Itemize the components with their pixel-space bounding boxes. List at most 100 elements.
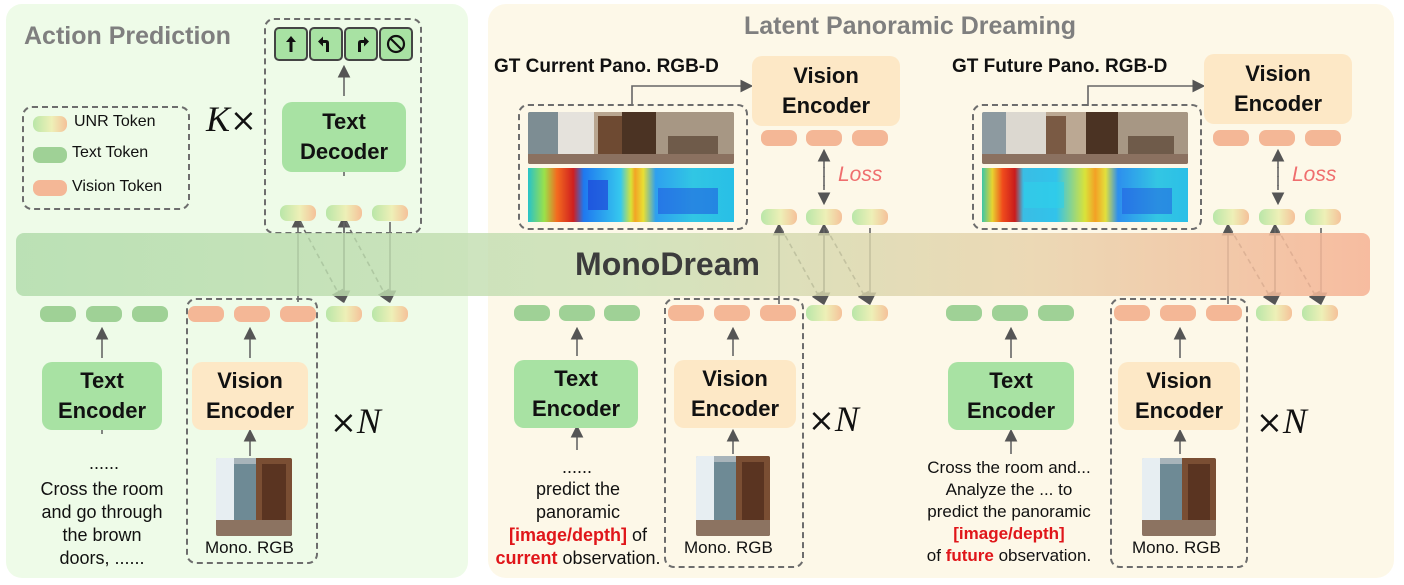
n-times: × (330, 403, 357, 441)
decoder-token (326, 205, 362, 221)
vision-token (668, 305, 704, 321)
current-target-token (852, 130, 888, 146)
text-token (40, 306, 76, 322)
future-pred-token (1259, 209, 1295, 225)
current-prompt-dots: ...... (561, 457, 592, 477)
future-prompt-line3: predict the panoramic (927, 502, 1091, 521)
current-prompt-line1: predict the (535, 479, 621, 499)
vision-token (760, 305, 796, 321)
mono-rgb-image (216, 458, 292, 536)
future-vision-encoder-top: Vision Encoder (1204, 54, 1352, 124)
current-mono-rgb-label: Mono. RGB (684, 538, 773, 557)
monodream-band (16, 233, 1370, 296)
current-loss-label: Loss (838, 163, 883, 186)
vision-encoder-box: Vision Encoder (192, 362, 308, 430)
vision-token (1160, 305, 1196, 321)
token-legend (22, 106, 190, 210)
text-token (132, 306, 168, 322)
text-token (86, 306, 122, 322)
action-prediction-title: Action Prediction (24, 22, 231, 50)
current-pano-rgb-image (528, 112, 734, 164)
text-token (514, 305, 550, 321)
future-pred-token (1213, 209, 1249, 225)
future-prompt-red2: future (945, 546, 994, 565)
future-prompt-line1: Cross the room and... (927, 458, 1091, 477)
current-prompt-obs: observation. (557, 548, 661, 568)
current-pano-depth-image (528, 168, 734, 222)
latent-dreaming-title: Latent Panoramic Dreaming (744, 12, 1077, 40)
text-token (992, 305, 1028, 321)
future-loss-label: Loss (1292, 163, 1337, 186)
future-n-times-label: ×N (1256, 400, 1307, 442)
current-n-times-label: ×N (808, 398, 859, 440)
decoder-token (372, 205, 408, 221)
instruction-text: Cross the room and go through the brown … (40, 479, 164, 568)
stop-icon (379, 27, 413, 61)
gt-current-group (518, 104, 748, 230)
instruction-dots: ...... (88, 453, 119, 473)
legend-vision-swatch (33, 180, 67, 196)
current-prompt: predict the panoramic [image/depth] of c… (486, 478, 670, 570)
legend-unr-swatch (33, 116, 67, 132)
turn-right-icon (344, 27, 378, 61)
future-vision-encoder-box: Vision Encoder (1118, 362, 1240, 430)
text-token (604, 305, 640, 321)
n-var: N (834, 399, 859, 439)
current-prompt-line2: panoramic (535, 502, 621, 522)
current-pred-token (852, 209, 888, 225)
future-pano-rgb-image (982, 112, 1188, 164)
future-prompt-red1: [image/depth] (953, 524, 1065, 543)
unr-token (1302, 305, 1338, 321)
text-token (559, 305, 595, 321)
future-target-token (1259, 130, 1295, 146)
gt-current-label: GT Current Pano. RGB-D (494, 56, 719, 77)
vision-token (714, 305, 750, 321)
n-var: N (356, 401, 381, 441)
vision-encoder-group (186, 298, 318, 564)
decoder-token (280, 205, 316, 221)
monodream-label: MonoDream (575, 246, 760, 282)
future-prompt-obs: observation. (993, 546, 1092, 565)
future-prompt: Cross the room and... Analyze the ... to… (906, 457, 1112, 567)
k-var: K (206, 99, 231, 139)
future-prompt-of: of (926, 546, 946, 565)
future-prompt-line2: Analyze the ... to (945, 480, 1073, 499)
forward-arrow-icon (274, 27, 308, 61)
current-vision-encoder-group (664, 298, 804, 568)
n-times: × (808, 401, 835, 439)
current-text-encoder-box: Text Encoder (514, 360, 638, 428)
future-vision-encoder-group (1110, 298, 1248, 568)
vision-token (188, 306, 224, 322)
gt-future-label: GT Future Pano. RGB-D (952, 56, 1168, 77)
future-text-encoder-box: Text Encoder (948, 362, 1074, 430)
vision-token (1206, 305, 1242, 321)
text-token (1038, 305, 1074, 321)
future-prompt-line5: of future observation. (906, 545, 1112, 567)
current-prompt-line4: current observation. (486, 547, 670, 570)
unr-token (852, 305, 888, 321)
unr-token (806, 305, 842, 321)
current-prompt-line3: [image/depth] of (486, 524, 670, 547)
n-var: N (1282, 401, 1307, 441)
unr-token (326, 306, 362, 322)
vision-token (1114, 305, 1150, 321)
current-prompt-red2: current (495, 548, 558, 568)
text-encoder-box: Text Encoder (42, 362, 162, 430)
legend-text-label: Text Token (72, 144, 149, 161)
n-times-label: ×N (330, 400, 381, 442)
turn-left-icon (309, 27, 343, 61)
legend-unr-label: UNR Token (74, 113, 156, 130)
vision-token (280, 306, 316, 322)
current-mono-rgb-image (696, 456, 770, 536)
legend-vision-label: Vision Token (72, 178, 163, 195)
text-token (946, 305, 982, 321)
vision-token (234, 306, 270, 322)
gt-future-group (972, 104, 1202, 230)
future-mono-rgb-image (1142, 458, 1216, 536)
text-decoder-box: Text Decoder (282, 102, 406, 172)
k-times-label: K× (206, 98, 257, 140)
k-times: × (230, 101, 257, 139)
future-pred-token (1305, 209, 1341, 225)
current-pred-token (761, 209, 797, 225)
future-target-token (1305, 130, 1341, 146)
